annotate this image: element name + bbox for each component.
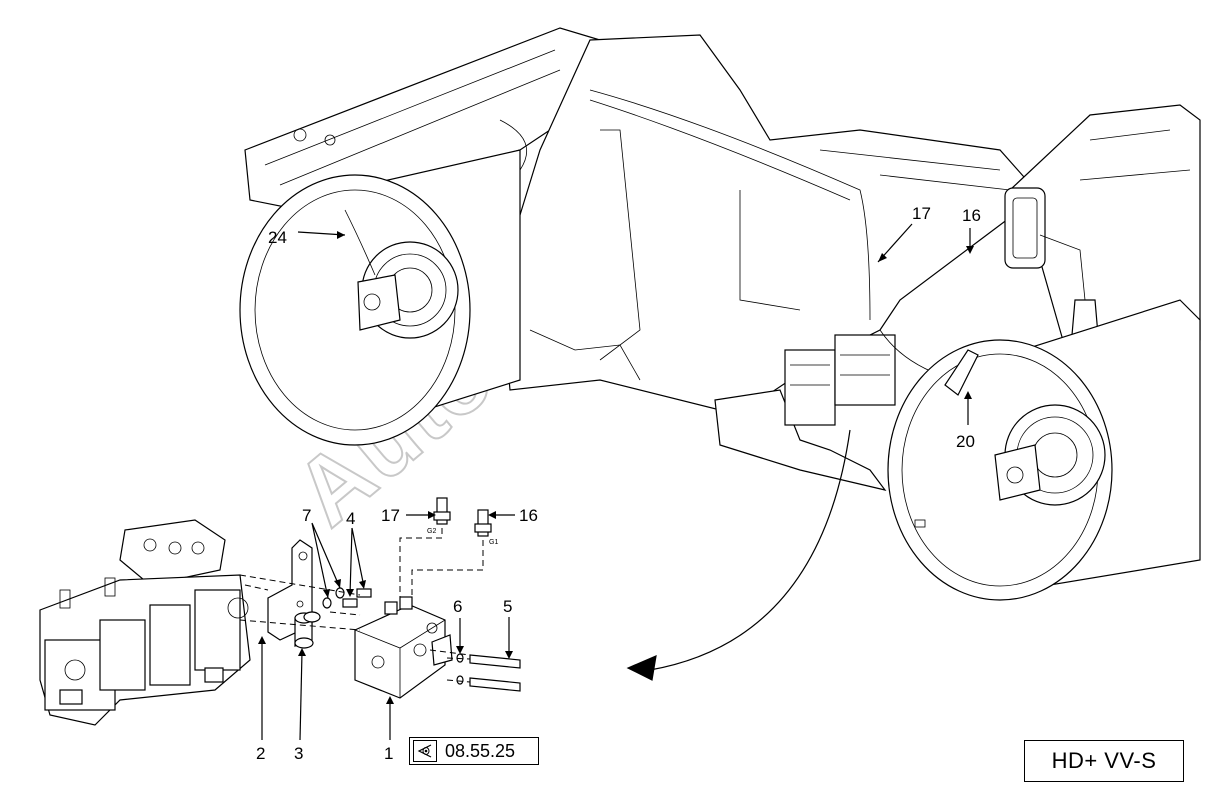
port-label-g1: G1 (489, 539, 498, 546)
callout-4: 4 (346, 509, 355, 528)
test-fitting-g1 (474, 509, 492, 537)
callout-20: 20 (956, 432, 975, 451)
callout-6: 6 (453, 597, 462, 616)
o-ring-lower (456, 675, 464, 685)
callout-leaders (258, 223, 974, 741)
reference-box: 08.55.25 (409, 737, 539, 765)
callout-17-detail: 17 (381, 506, 400, 525)
detail-pointer-arrowhead (626, 655, 657, 681)
detail-pointer-arrow (649, 429, 851, 671)
model-label: HD+ VV-S (1051, 748, 1157, 773)
hydraulic-pump-assembly (39, 519, 251, 726)
eye-icon (413, 740, 437, 762)
left-drum (239, 149, 521, 446)
callout-24: 24 (268, 228, 287, 247)
washers-and-bolts (322, 587, 372, 609)
machine-frame (244, 27, 1201, 491)
callout-16-machine: 16 (962, 206, 981, 225)
callout-1: 1 (384, 744, 393, 763)
control-valve-block (354, 596, 453, 699)
assembly-guide-lines (239, 528, 484, 683)
callout-5: 5 (503, 597, 512, 616)
test-fitting-g2 (433, 497, 451, 525)
callout-2: 2 (256, 744, 265, 763)
port-label-g2: G2 (427, 528, 436, 535)
callout-16-detail: 16 (519, 506, 538, 525)
right-drum (887, 299, 1201, 601)
callout-17-machine: 17 (912, 204, 931, 223)
callout-3: 3 (294, 744, 303, 763)
callout-7: 7 (302, 506, 311, 525)
reference-code: 08.55.25 (445, 740, 516, 761)
spacer-part-2 (303, 611, 321, 623)
model-label-box: HD+ VV-S (1024, 740, 1184, 782)
long-bolts (469, 654, 521, 692)
